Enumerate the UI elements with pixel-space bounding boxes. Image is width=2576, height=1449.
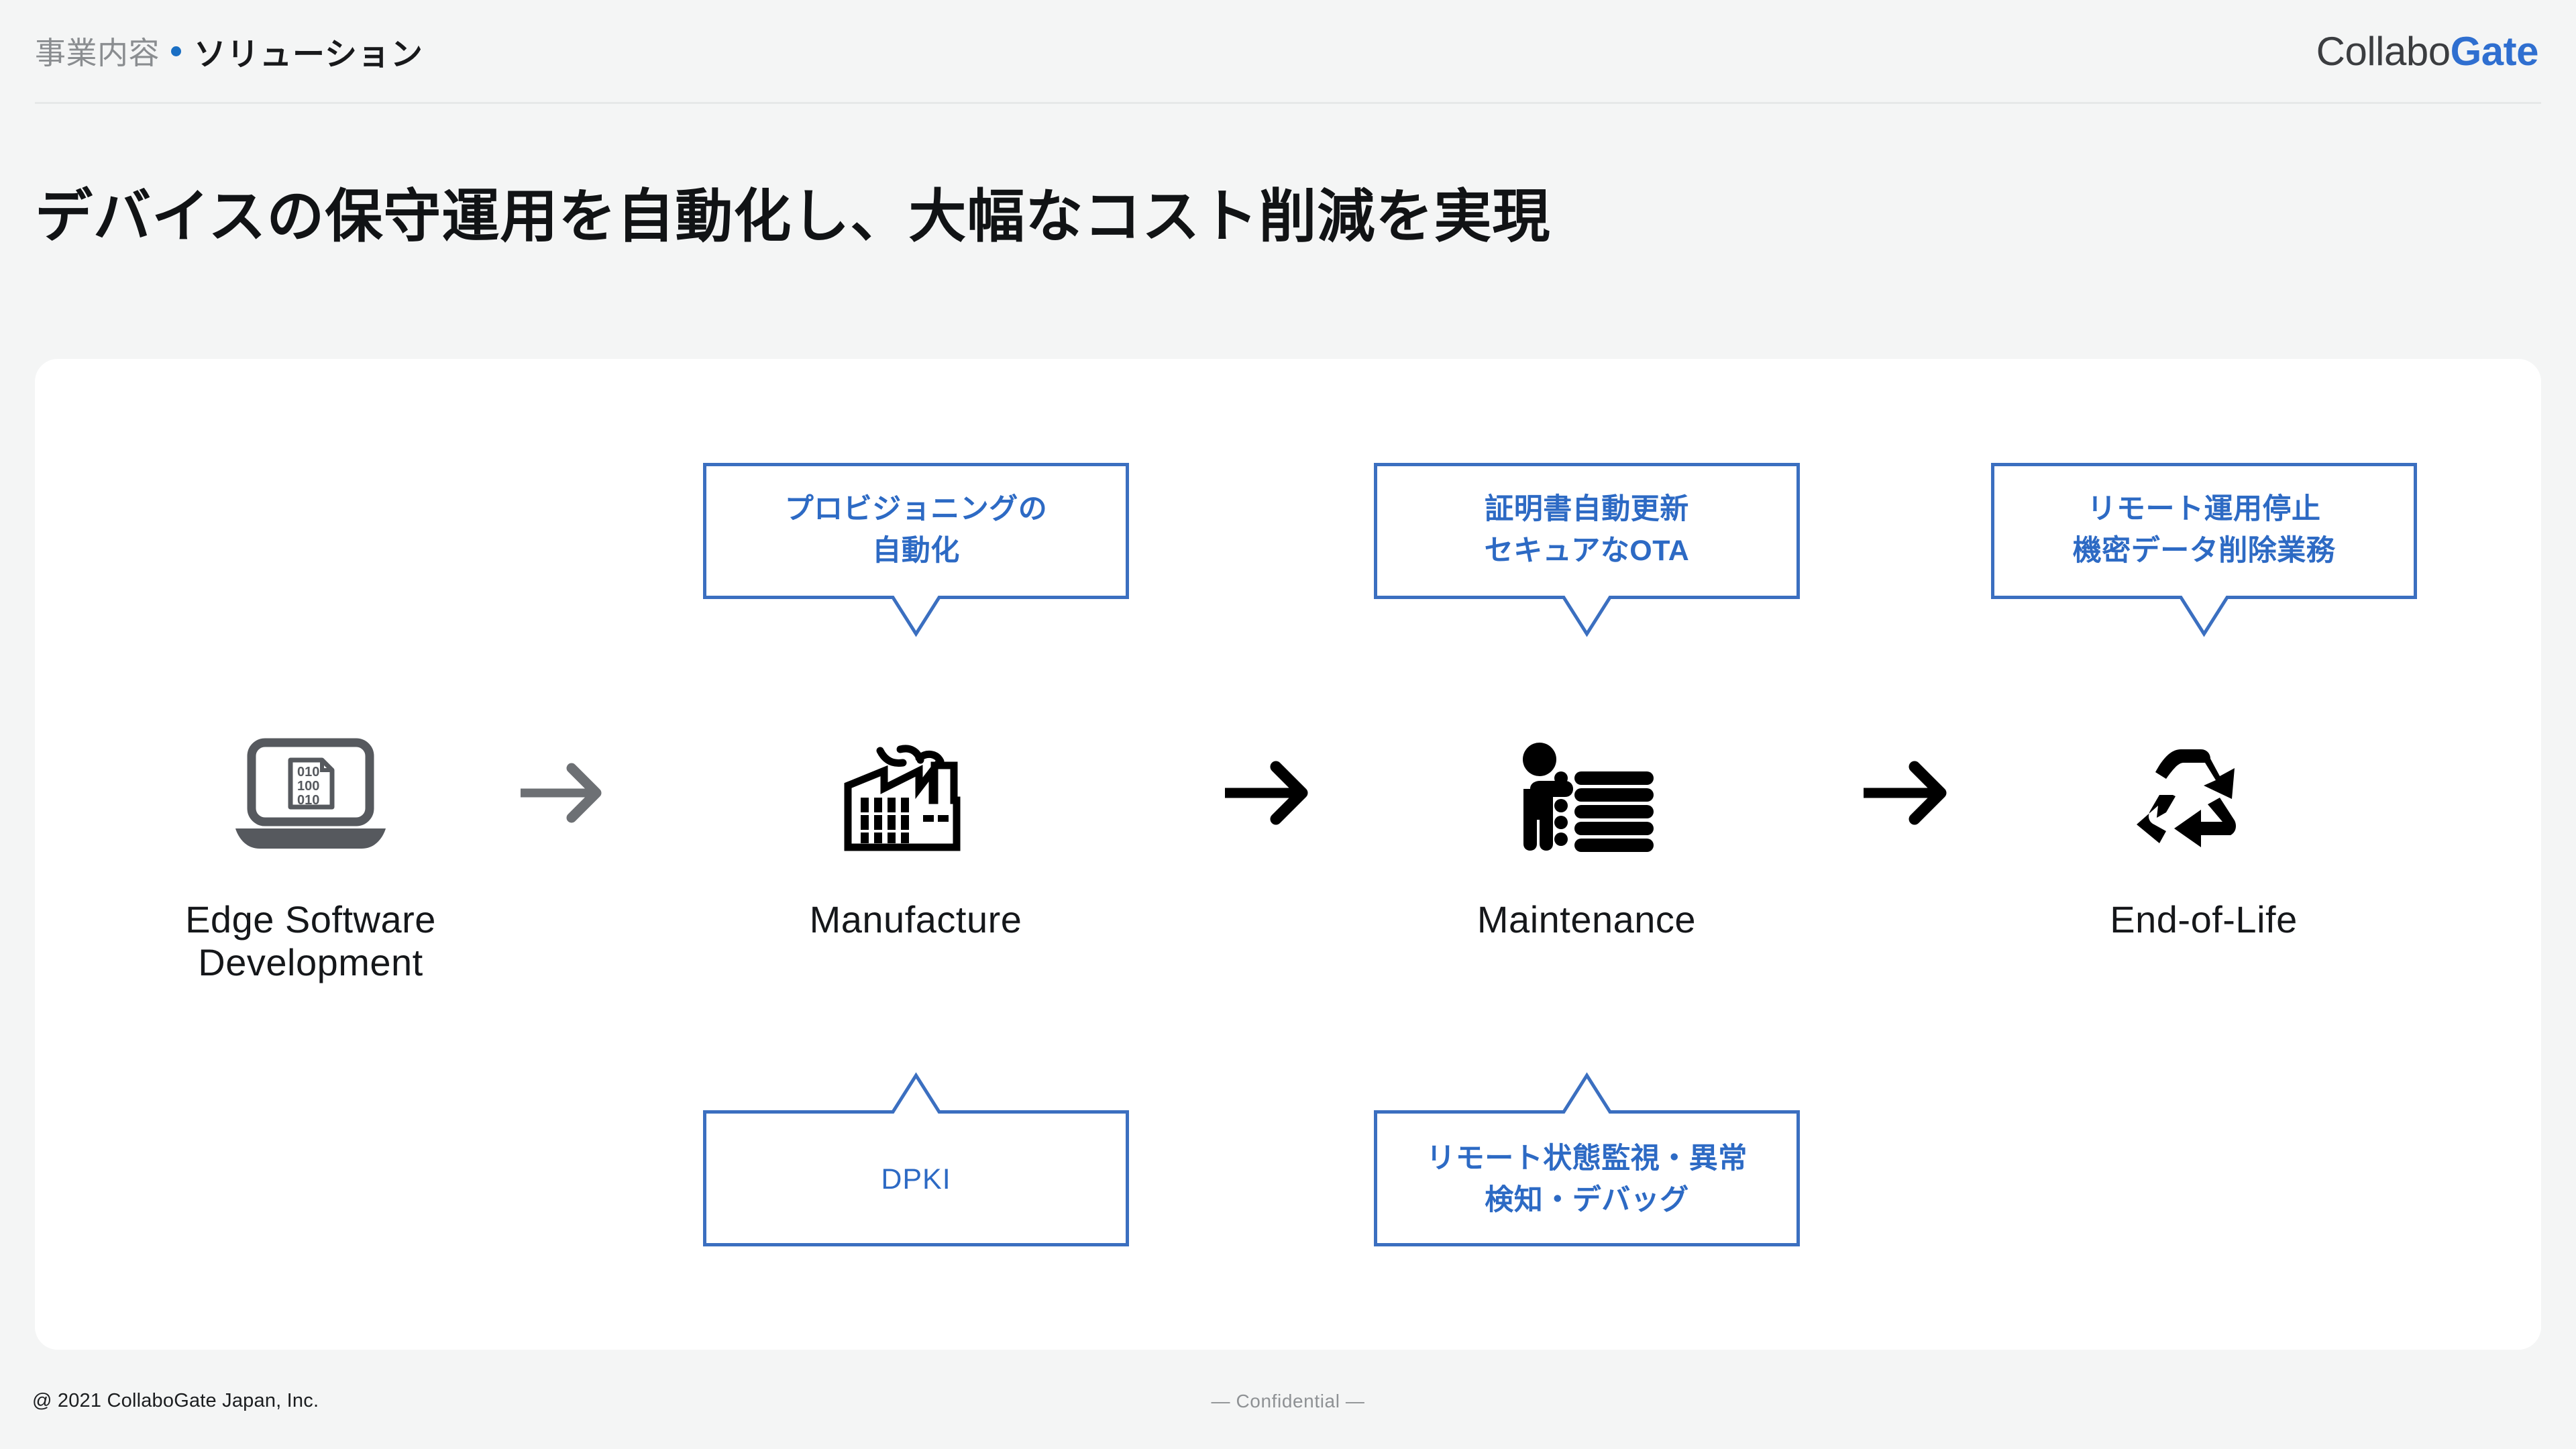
breadcrumb-parent-label: 事業内容 — [35, 36, 160, 70]
callout-bubble-shape — [703, 1072, 1129, 1246]
collabogate-logo: CollaboGate — [2316, 28, 2541, 74]
arrow-edge-to-manufacture-icon — [515, 749, 616, 837]
stage-end-of-life: End-of-Life — [2016, 721, 2392, 941]
stage-manufacture: Manufacture — [728, 721, 1104, 941]
logo-text-accent: Gate — [2450, 28, 2539, 74]
stage-label: Manufacture — [809, 898, 1022, 941]
footer-copyright: @ 2021 CollaboGate Japan, Inc. — [32, 1390, 319, 1411]
callout-remote-stop[interactable]: リモート運用停止 機密データ削除業務 — [1991, 463, 2417, 637]
callout-monitoring[interactable]: リモート状態監視・異常 検知・デバッグ — [1374, 1072, 1800, 1246]
stage-label: End-of-Life — [2110, 898, 2298, 941]
callout-text: リモート状態監視・異常 検知・デバッグ — [1426, 1142, 1748, 1216]
svg-text:100: 100 — [297, 779, 319, 794]
page-title: デバイスの保守運用を自動化し、大幅なコスト削減を実現 — [35, 184, 1551, 249]
callout-bubble-shape — [1991, 463, 2417, 637]
factory-icon — [728, 721, 1104, 869]
header-divider — [35, 102, 2541, 104]
slide-header: 事業内容 ソリューション CollaboGate — [35, 0, 2541, 102]
breadcrumb: 事業内容 ソリューション — [35, 28, 423, 74]
arrow-manufacture-to-maintenance-icon — [1220, 749, 1320, 837]
svg-text:010: 010 — [297, 765, 319, 780]
callout-certificate[interactable]: 証明書自動更新 セキュアなOTA — [1374, 463, 1800, 637]
bullet-dot-icon — [171, 46, 181, 56]
laptop-binary-code-icon: 010 100 010 — [123, 721, 498, 869]
callout-bubble-shape — [1374, 1072, 1800, 1246]
logo-text-primary: Collabo — [2316, 28, 2451, 74]
person-checklist-icon — [1399, 721, 1774, 869]
svg-text:010: 010 — [297, 793, 319, 808]
callout-text: プロビジョニングの 自動化 — [784, 492, 1048, 567]
callout-bubble-shape — [703, 463, 1129, 637]
callout-bubble-shape — [1374, 463, 1800, 637]
recycle-icon — [2016, 721, 2392, 869]
callout-provisioning[interactable]: プロビジョニングの 自動化 — [703, 463, 1129, 637]
callout-dpki[interactable]: DPKI — [703, 1072, 1129, 1246]
footer-confidential-label: — Confidential — — [1211, 1391, 1365, 1411]
callout-text: DPKI — [881, 1163, 951, 1195]
stage-label: Edge Software Development — [185, 898, 436, 984]
breadcrumb-current-label: ソリューション — [194, 37, 424, 72]
stage-label: Maintenance — [1477, 898, 1697, 941]
callout-text: リモート運用停止 機密データ削除業務 — [2072, 492, 2336, 567]
arrow-maintenance-to-eol-icon — [1858, 749, 1959, 837]
callout-text: 証明書自動更新 セキュアなOTA — [1484, 492, 1690, 567]
stage-maintenance: Maintenance — [1399, 721, 1774, 941]
stage-edge-software-development: 010 100 010 Edge Software Development — [123, 721, 498, 985]
